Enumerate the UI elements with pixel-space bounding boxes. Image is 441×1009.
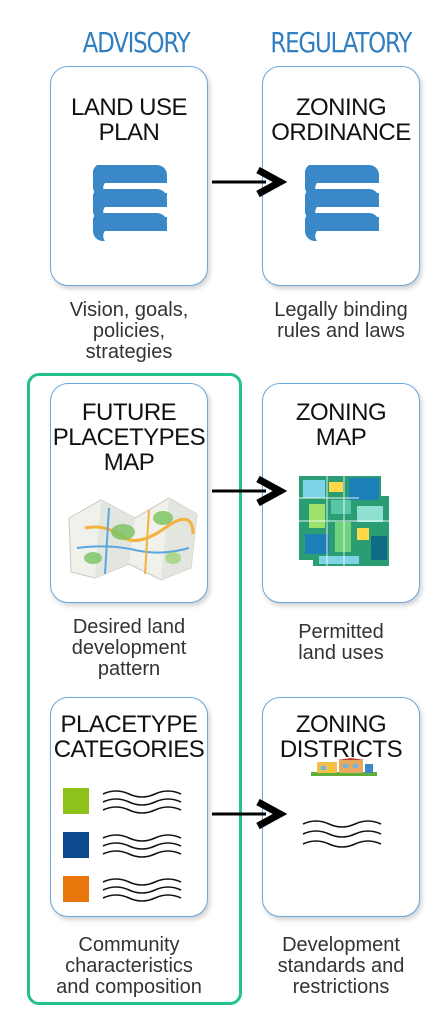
- books-icon: [91, 159, 171, 241]
- future-placetypes-map-caption: Desired land development pattern: [71, 616, 187, 680]
- arrow-map-to-zoning-map: [208, 475, 288, 507]
- books-icon: [303, 159, 383, 241]
- zoning-map-card: ZONING MAP: [262, 383, 420, 603]
- arrow-categories-to-districts: [208, 798, 288, 830]
- swatch-navy: [63, 832, 89, 858]
- zoning-map-image: [299, 476, 389, 566]
- land-use-plan-title: LAND USE PLAN: [70, 94, 188, 146]
- placetype-categories-title: PLACETYPE CATEGORIES: [53, 711, 205, 763]
- district-illustration: [311, 758, 377, 776]
- regulatory-header: REGULATORY: [270, 26, 412, 59]
- comprehensive-plan-group-border: [27, 373, 242, 1005]
- zoning-map-caption: Permitted land uses: [298, 621, 384, 664]
- zoning-districts-card: ZONING DISTRICTS: [262, 697, 420, 917]
- future-placetypes-map-title: FUTURE PLACETYPES MAP: [52, 399, 206, 476]
- folded-map-icon: [65, 488, 201, 582]
- placetype-categories-caption: Community characteristics and compositio…: [56, 934, 202, 998]
- swatch-orange: [63, 876, 89, 902]
- zoning-map-title: ZONING MAP: [295, 399, 387, 451]
- zoning-ordinance-title: ZONING ORDINANCE: [271, 94, 411, 146]
- zoning-ordinance-card: ZONING ORDINANCE: [262, 66, 420, 286]
- future-placetypes-map-card: FUTURE PLACETYPES MAP: [50, 383, 208, 603]
- land-use-plan-caption: Vision, goals, policies, strategies: [69, 299, 189, 363]
- placetype-categories-card: PLACETYPE CATEGORIES: [50, 697, 208, 917]
- arrow-plan-to-ordinance: [208, 166, 288, 198]
- zoning-districts-caption: Development standards and restrictions: [277, 934, 405, 998]
- color-legend-icon: [63, 782, 203, 912]
- zoning-districts-title: ZONING DISTRICTS: [279, 711, 403, 763]
- land-use-plan-card: LAND USE PLAN: [50, 66, 208, 286]
- advisory-header: ADVISORY: [82, 26, 191, 59]
- zoning-ordinance-caption: Legally binding rules and laws: [274, 299, 408, 342]
- swatch-green: [63, 788, 89, 814]
- text-lines-icon: [299, 814, 389, 854]
